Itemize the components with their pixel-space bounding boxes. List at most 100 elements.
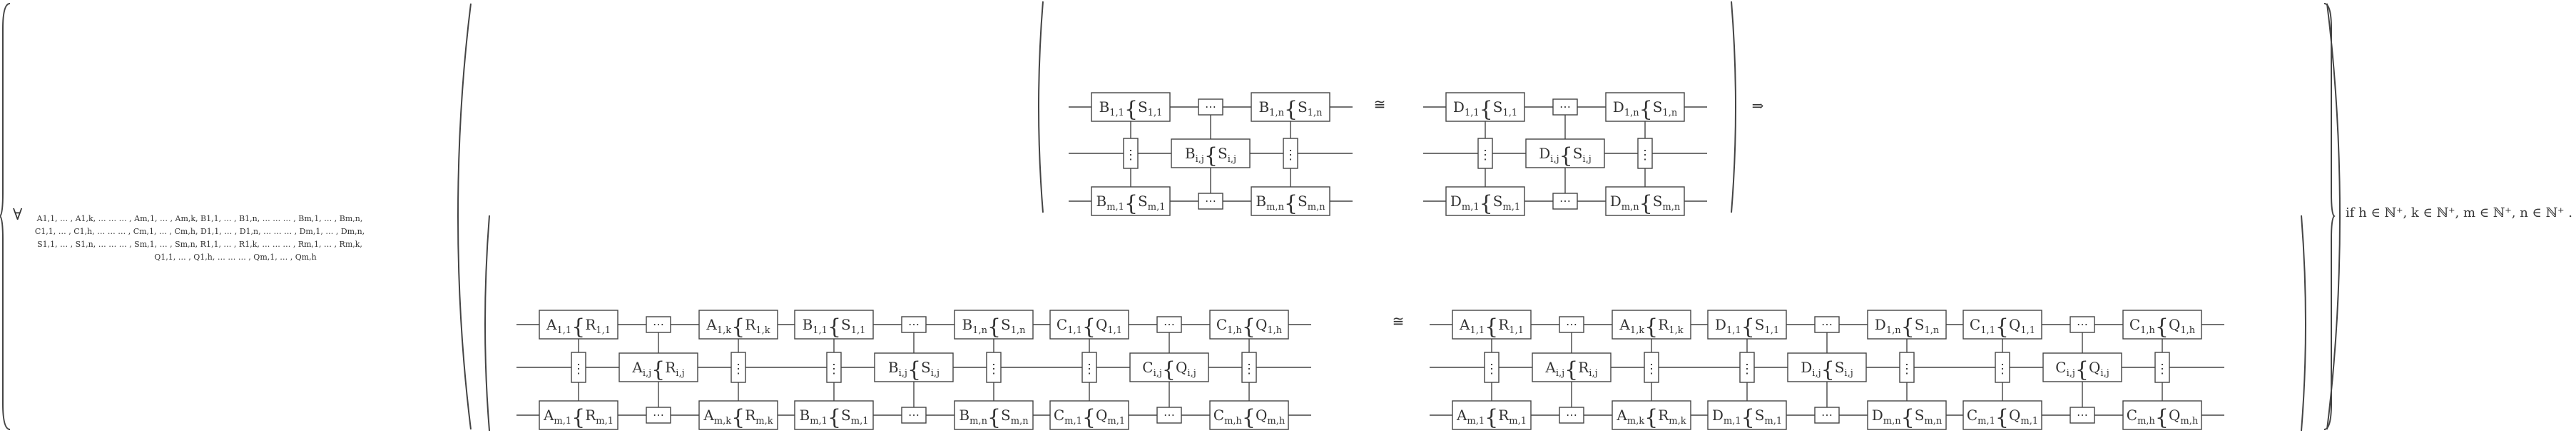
- box-label: Am,1{Rm,1: [543, 405, 614, 430]
- box-label: A1,k{R1,k: [1619, 315, 1683, 340]
- dots-label: ⋯: [908, 317, 920, 331]
- box-top-left: [794, 310, 874, 340]
- vdots-label: ⋮: [2156, 362, 2169, 377]
- box-top-right: [954, 310, 1034, 340]
- box-label: Cm,1{Qm,1: [1967, 405, 2038, 430]
- dots-label: ⋯: [1821, 408, 1833, 422]
- box-middle: [1171, 138, 1251, 168]
- vdots-box-right: [1644, 352, 1659, 383]
- ellipsis-box: [1198, 98, 1223, 116]
- vdots-box-right: [730, 352, 746, 383]
- box-label: Dm,n{Sm,n: [1610, 191, 1681, 216]
- vdots-label: ⋮: [1900, 362, 1913, 377]
- ellipsis-box: [2070, 316, 2095, 333]
- quantifier-block: ∀ A1,1, … , A1,k, … … … , Am,1, … , Am,k…: [13, 206, 365, 262]
- box-label: A1,1{R1,1: [546, 315, 611, 340]
- box-label: Cm,h{Qm,h: [1213, 405, 1286, 430]
- ellipsis-box: [1814, 407, 1840, 424]
- vdots-label: ⋮: [1996, 362, 2009, 377]
- dots-label: ⋯: [1559, 100, 1571, 113]
- vdots-box-left: [571, 352, 586, 383]
- box-top-right: [1612, 310, 1691, 340]
- vdots-label: ⋮: [1479, 148, 1492, 163]
- iso-symbol-premise: ≅: [1374, 96, 1386, 113]
- box-label: Cm,h{Qm,h: [2127, 405, 2199, 430]
- box-label: Di,j{Si,j: [1801, 357, 1853, 382]
- box-label: Dm,n{Sm,n: [1872, 405, 1943, 430]
- dots-label: ⋯: [1164, 408, 1175, 422]
- diagram-block: C1,1{Q1,1⋯C1,h{Q1,h⋮Ci,j{Qi,j⋮Cm,1{Qm,1⋯…: [1049, 310, 1289, 430]
- box-bottom-left: [1707, 400, 1787, 430]
- box-middle: [1129, 352, 1209, 382]
- diagram-block: D1,1{S1,1⋯D1,n{S1,n⋮Di,j{Si,j⋮Dm,1{Sm,1⋯…: [1445, 92, 1685, 216]
- forall-symbol: ∀: [13, 206, 23, 224]
- premise-right: D1,1{S1,1⋯D1,n{S1,n⋮Di,j{Si,j⋮Dm,1{Sm,1⋯…: [1423, 92, 1707, 216]
- outer-delimiters: [0, 1, 2341, 432]
- ellipsis-box: [901, 316, 927, 333]
- wires: [1069, 106, 1353, 202]
- diagram-block: A1,1{R1,1⋯A1,k{R1,k⋮Ai,j{Ri,j⋮Am,1{Rm,1⋯…: [539, 310, 778, 430]
- box-bottom-right: [1209, 400, 1289, 430]
- box-middle: [2042, 352, 2122, 382]
- diagram-block: A1,1{R1,1⋯A1,k{R1,k⋮Ai,j{Ri,j⋮Am,1{Rm,1⋯…: [1452, 310, 1691, 430]
- box-top-right: [1867, 310, 1947, 340]
- box-label: C1,1{Q1,1: [1057, 315, 1122, 340]
- vdots-label: ⋮: [1639, 148, 1651, 163]
- vdots-label: ⋮: [1083, 362, 1096, 377]
- vdots-label: ⋮: [1124, 148, 1137, 163]
- box-top-left: [1452, 310, 1532, 340]
- box-bottom-left: [1445, 186, 1525, 216]
- ellipsis-box: [1156, 407, 1182, 424]
- box-label: A1,1{R1,1: [1459, 315, 1524, 340]
- conclusion-right: A1,1{R1,1⋯A1,k{R1,k⋮Ai,j{Ri,j⋮Am,1{Rm,1⋯…: [1430, 310, 2224, 430]
- box-label: Ai,j{Ri,j: [1544, 357, 1597, 382]
- box-top-right: [2122, 310, 2202, 340]
- box-bottom-right: [1251, 186, 1330, 216]
- box-label: Bm,n{Sm,n: [1256, 191, 1325, 216]
- vdots-label: ⋮: [1485, 362, 1498, 377]
- vdots-label: ⋮: [572, 362, 585, 377]
- box-label: Di,j{Si,j: [1539, 143, 1592, 168]
- box-bottom-right: [1867, 400, 1947, 430]
- vdots-box-right: [1899, 352, 1915, 383]
- implies-symbol: ⇒: [1752, 97, 1764, 114]
- vdots-label: ⋮: [987, 362, 1000, 377]
- box-top-right: [1251, 92, 1330, 122]
- ellipsis-box: [1559, 407, 1584, 424]
- premise-right-paren: [1731, 1, 1736, 213]
- box-label: Dm,1{Sm,1: [1450, 191, 1520, 216]
- box-label: D1,1{S1,1: [1453, 97, 1517, 122]
- box-label: Cm,1{Qm,1: [1054, 405, 1125, 430]
- dots-label: ⋯: [1205, 194, 1216, 208]
- box-bottom-left: [794, 400, 874, 430]
- box-label: Bi,j{Si,j: [1185, 143, 1236, 168]
- vdots-box-left: [1123, 138, 1139, 169]
- box-label: Am,k{Rm,k: [1616, 405, 1686, 430]
- diagram-panels: B1,1{S1,1⋯B1,n{S1,n⋮Bi,j{Si,j⋮Bm,1{Sm,1⋯…: [516, 92, 2224, 430]
- box-label: Dm,1{Sm,1: [1712, 405, 1782, 430]
- left-curly-brace: [0, 3, 11, 430]
- box-bottom-right: [954, 400, 1034, 430]
- wires: [516, 324, 1311, 416]
- dots-label: ⋯: [2077, 408, 2088, 422]
- ellipsis-box: [901, 407, 927, 424]
- box-label: C1,h{Q1,h: [2129, 315, 2196, 340]
- quantifier-row: C1,1, … , C1,h, … … … , Cm,1, … , Cm,h, …: [35, 227, 365, 236]
- ellipsis-box: [1156, 316, 1182, 333]
- right-outer-paren: [2326, 3, 2341, 430]
- premise-left-paren: [1038, 1, 1044, 213]
- side-condition: if h ∈ ℕ⁺, k ∈ ℕ⁺, m ∈ ℕ⁺, n ∈ ℕ⁺ .: [2346, 205, 2572, 220]
- vdots-box-left: [826, 352, 842, 383]
- conclusion-left-paren: [484, 215, 490, 432]
- vdots-label: ⋮: [1243, 362, 1256, 377]
- box-top-left: [1049, 310, 1129, 340]
- box-top-left: [1445, 92, 1525, 122]
- vdots-box-right: [1637, 138, 1653, 169]
- ellipsis-box: [2070, 407, 2095, 424]
- vdots-box-left: [1477, 138, 1493, 169]
- box-label: Bm,1{Sm,1: [1096, 191, 1166, 216]
- box-bottom-left: [1091, 186, 1171, 216]
- box-label: Bi,j{Si,j: [888, 357, 940, 382]
- quantifier-row: Q1,1, … , Q1,h, … … … , Qm,1, … , Qm,h: [154, 253, 317, 262]
- premise-left: B1,1{S1,1⋯B1,n{S1,n⋮Bi,j{Si,j⋮Bm,1{Sm,1⋯…: [1069, 92, 1353, 216]
